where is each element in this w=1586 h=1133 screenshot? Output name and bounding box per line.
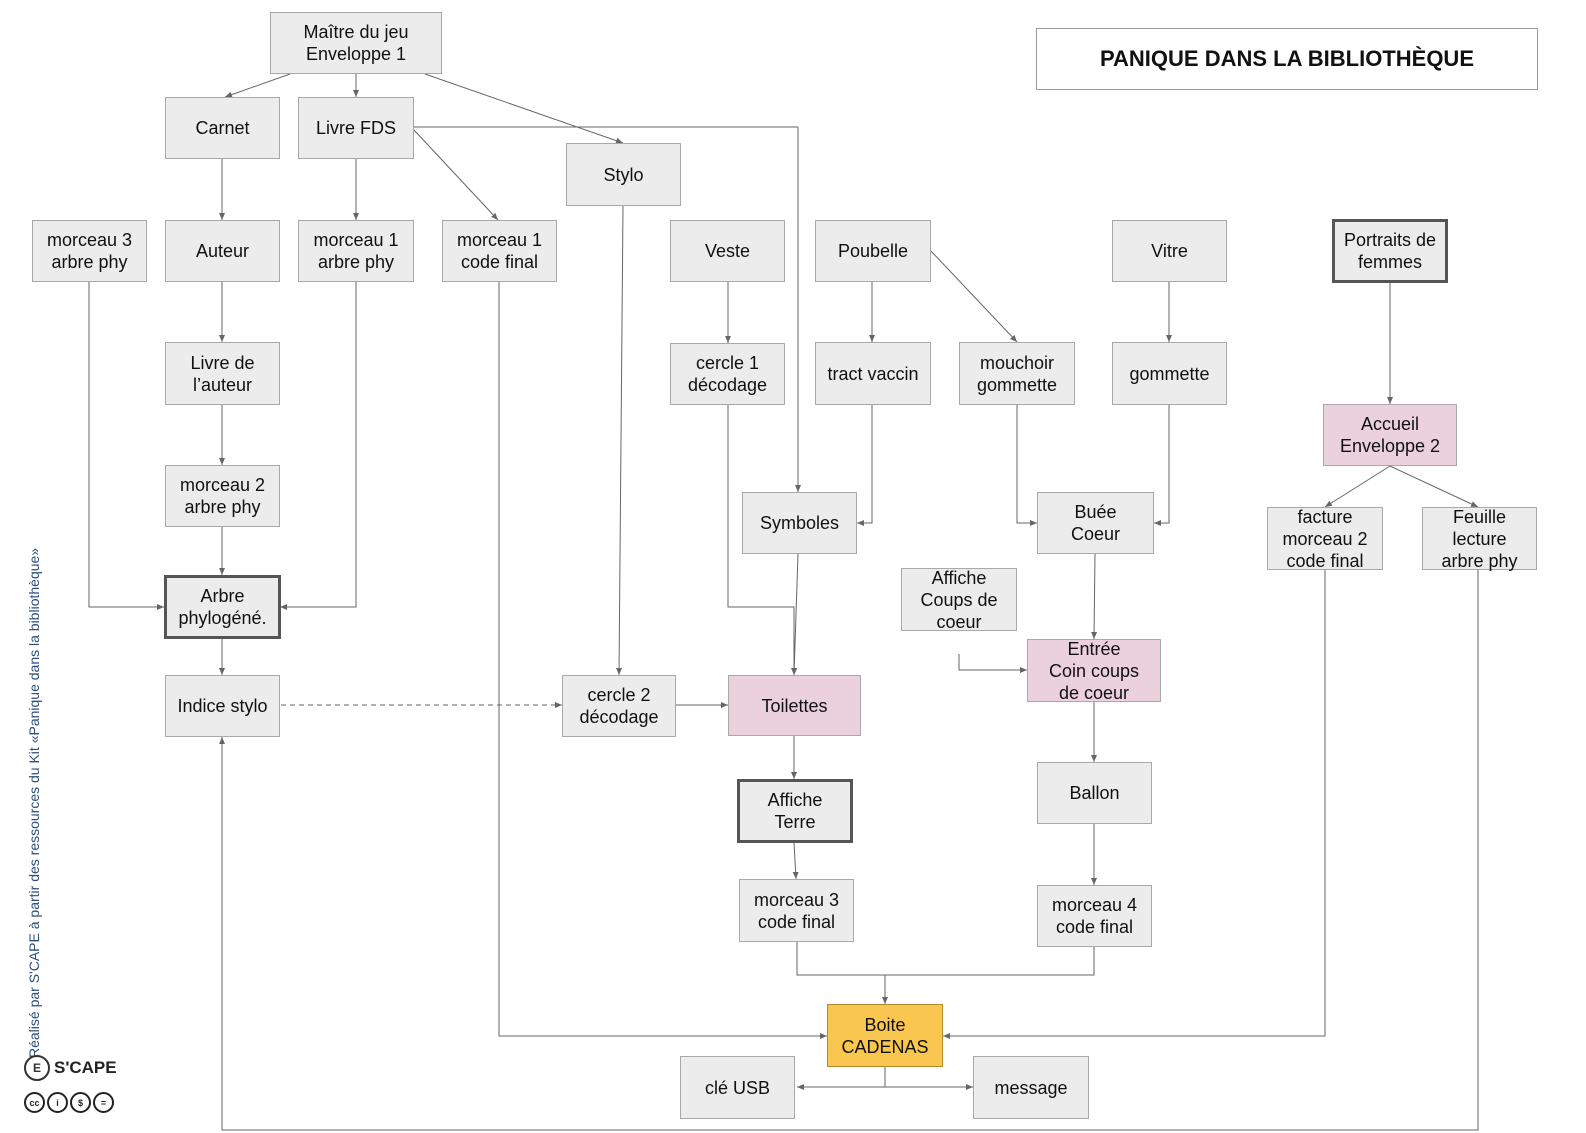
edge-feuille-indice (219, 570, 1479, 1131)
edge-maitre-carnet (224, 73, 291, 98)
node-vitre: Vitre (1112, 220, 1227, 282)
node-portraits: Portraits de femmes (1332, 219, 1448, 283)
edge-facture-boite (943, 570, 1326, 1039)
node-toilettes: Toilettes (728, 675, 861, 736)
edge-affiche-m3code (792, 841, 799, 880)
edge-m1arbre-arbre (280, 282, 357, 610)
node-accueil: Accueil Enveloppe 2 (1323, 404, 1457, 466)
node-poubelle: Poubelle (815, 220, 931, 282)
node-indice-stylo: Indice stylo (165, 675, 280, 737)
edge-accueil-facture (1324, 465, 1391, 508)
edge-m3code-boite (796, 942, 888, 1004)
edge-m4code-boite (885, 947, 1095, 976)
diagram-title: PANIQUE DANS LA BIBLIOTHÈQUE (1036, 28, 1538, 90)
node-symboles: Symboles (742, 492, 857, 554)
nd-icon: = (93, 1092, 114, 1113)
node-cle-usb: clé USB (680, 1056, 795, 1119)
scape-logo: E S'CAPE (24, 1053, 144, 1083)
node-feuille: Feuille lecture arbre phy (1422, 507, 1537, 571)
node-ballon: Ballon (1037, 762, 1152, 824)
node-morceau1-arbre: morceau 1 arbre phy (298, 220, 414, 282)
edge-poubelle-mouchoir (930, 250, 1018, 343)
node-cercle2: cercle 2 décodage (562, 675, 676, 737)
node-affiche-terre: Affiche Terre (737, 779, 853, 843)
node-boite-cadenas: Boite CADENAS (827, 1004, 943, 1067)
cc-icon: cc (24, 1092, 45, 1113)
node-mouchoir: mouchoir gommette (959, 342, 1075, 405)
scape-logo-text: S'CAPE (54, 1058, 117, 1077)
node-veste: Veste (670, 220, 785, 282)
node-arbre-phylogene: Arbre phylogéné. (164, 575, 281, 639)
edge-tract-symboles (857, 405, 873, 526)
node-maitre: Maître du jeu Enveloppe 1 (270, 12, 442, 74)
node-message: message (973, 1056, 1089, 1119)
edge-buee-entree (1091, 553, 1098, 640)
node-livre-auteur: Livre de l’auteur (165, 342, 280, 405)
edge-m1code-boite (498, 282, 827, 1039)
edge-stylo-cercle2 (616, 205, 624, 676)
nc-icon: $ (70, 1092, 91, 1113)
node-buee: Buée Coeur (1037, 492, 1154, 554)
node-morceau4-code: morceau 4 code final (1037, 885, 1152, 947)
scape-logo-icon: E (24, 1055, 50, 1081)
node-carnet: Carnet (165, 97, 280, 159)
edge-m3arbre-arbre (88, 282, 164, 610)
by-icon: i (47, 1092, 68, 1113)
node-livre-fds: Livre FDS (298, 97, 414, 159)
credit-text: Réalisé par S'CAPE à partir des ressourc… (26, 547, 42, 1058)
edge-gommette-buee (1154, 405, 1170, 526)
edge-cercle1-toilettes (727, 405, 797, 675)
edge-afficheccoups-entree (958, 654, 1027, 673)
edge-maitre-stylo (424, 73, 624, 144)
node-auteur: Auteur (165, 220, 280, 282)
node-morceau2-arbre: morceau 2 arbre phy (165, 465, 280, 527)
node-stylo: Stylo (566, 143, 681, 206)
node-morceau3-arbre: morceau 3 arbre phy (32, 220, 147, 282)
license-badges: cc i $ = (24, 1092, 114, 1113)
edge-symboles-toilettes (791, 553, 799, 676)
node-entree-coin: Entrée Coin coups de coeur (1027, 639, 1161, 703)
node-affiche-coups-de-coeur: Affiche Coups de coeur (901, 568, 1017, 632)
edge-mouchoir-buee (1016, 405, 1037, 526)
node-cercle1: cercle 1 décodage (670, 343, 785, 405)
edge-livrefds-symboles (414, 126, 801, 492)
node-gommette: gommette (1112, 342, 1227, 405)
node-morceau1-code: morceau 1 code final (442, 220, 557, 282)
node-morceau3-code: morceau 3 code final (739, 879, 854, 942)
node-facture: facture morceau 2 code final (1267, 507, 1383, 571)
node-tract: tract vaccin (815, 342, 931, 405)
edge-accueil-feuille (1389, 465, 1479, 508)
edge-livrefds-m1code (413, 129, 499, 221)
